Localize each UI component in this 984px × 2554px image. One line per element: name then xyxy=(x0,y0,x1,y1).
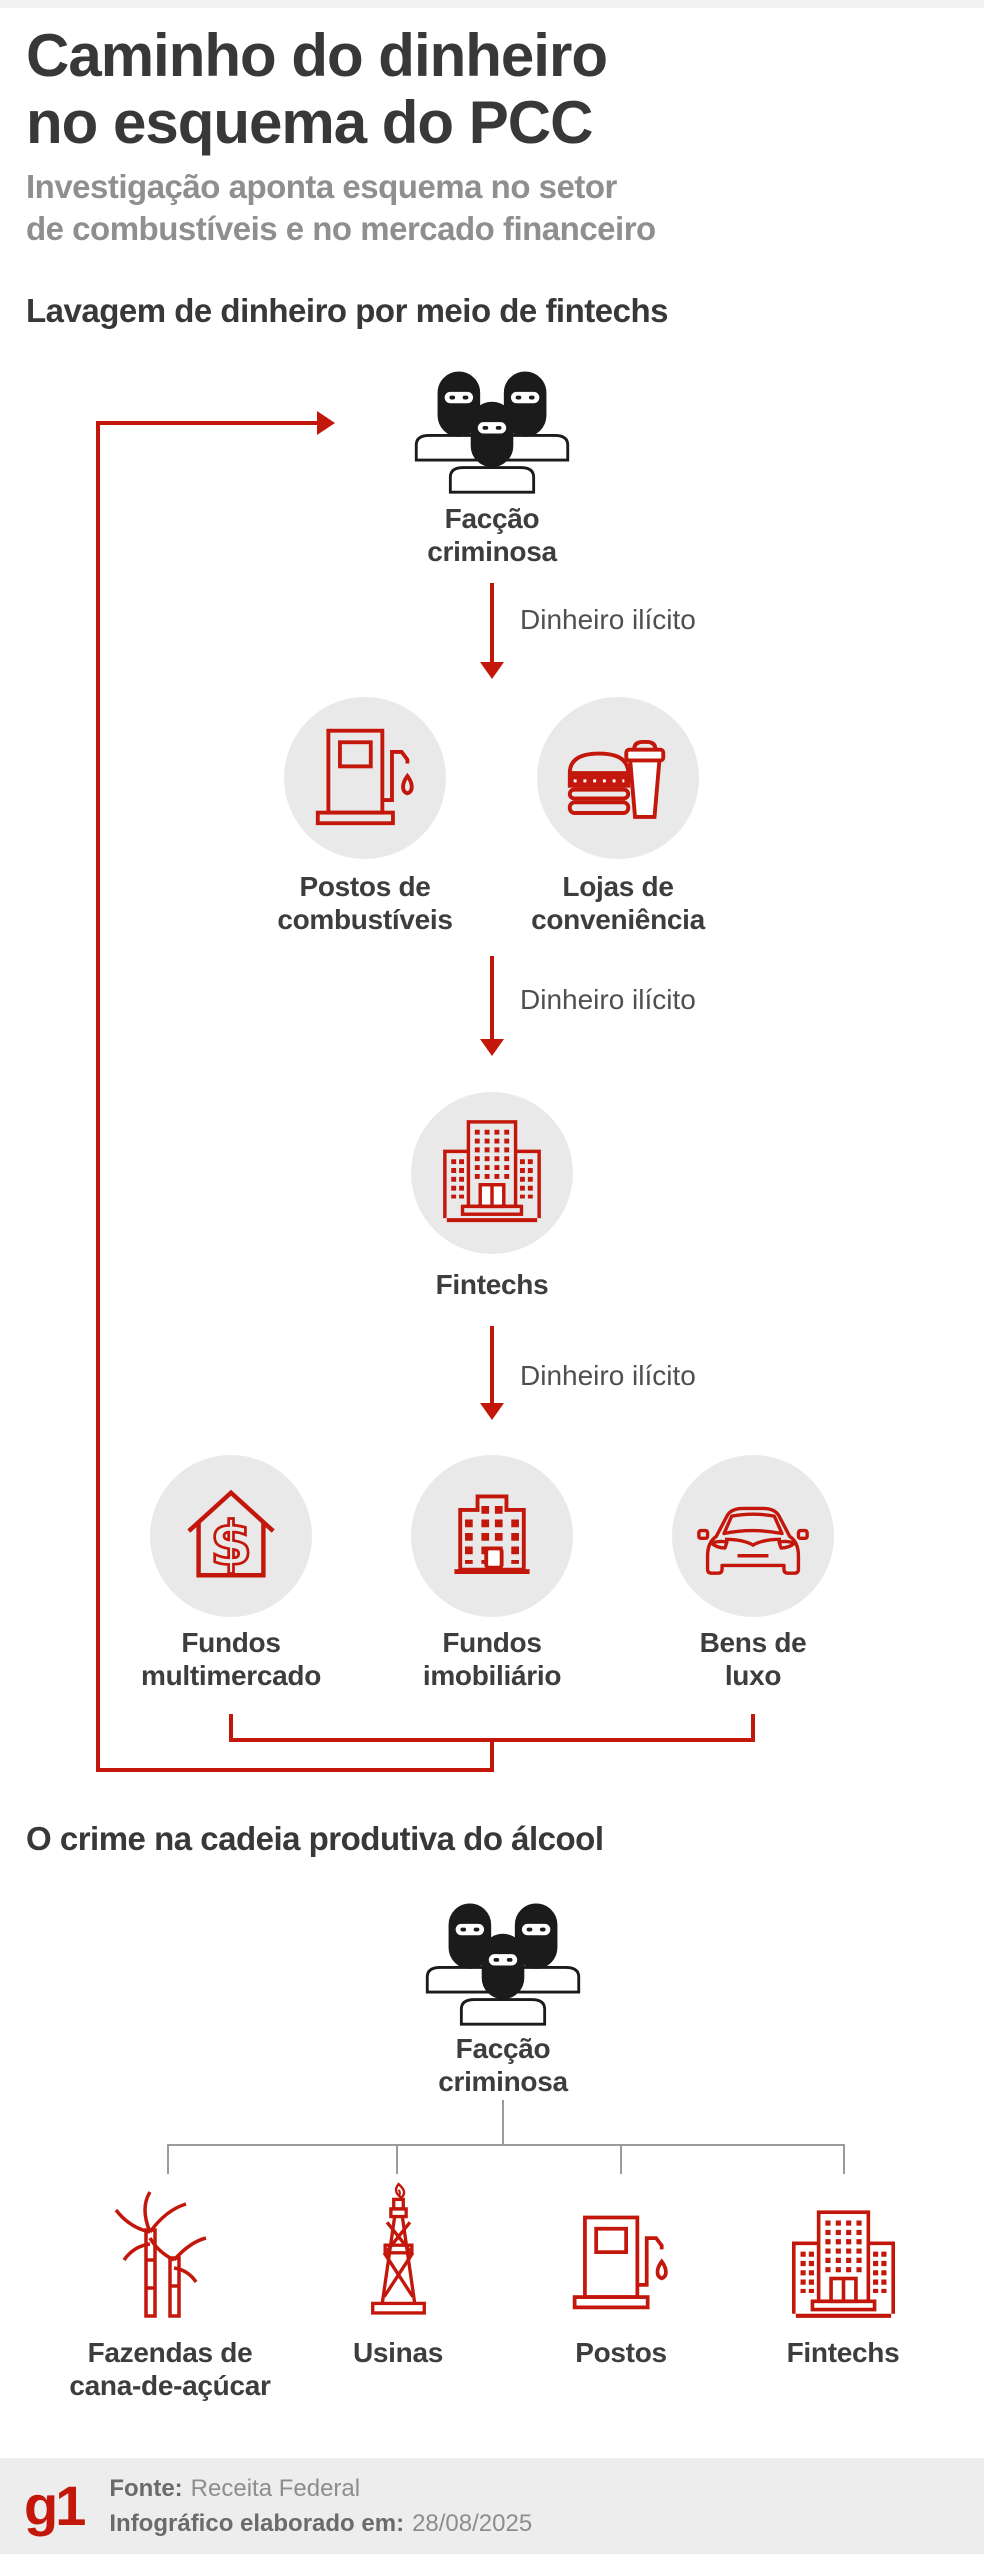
lojas-circle xyxy=(537,697,699,859)
svg-text:$: $ xyxy=(210,1508,252,1579)
g1-logo: g1 xyxy=(24,2474,86,2537)
imobiliario-label: Fundos imobiliário xyxy=(357,1626,627,1692)
bens-circle xyxy=(672,1455,834,1617)
multimercado-circle: $ xyxy=(150,1455,312,1617)
flow-label-3: Dinheiro ilícito xyxy=(520,1360,696,1391)
footer-source-label: Fonte: xyxy=(109,2475,183,2502)
fintechs-circle xyxy=(411,1092,573,1254)
loop-arrow-head xyxy=(317,411,335,435)
fazendas-label-line1: Fazendas de xyxy=(87,2337,253,2368)
fazendas-label: Fazendas de cana-de-açúcar xyxy=(35,2336,305,2402)
faccao-label-1-line1: Facção xyxy=(444,503,540,534)
arrow-down-3-head xyxy=(480,1403,504,1420)
fazendas-label-line2: cana-de-açúcar xyxy=(69,2370,271,2401)
distillery-tower-icon xyxy=(346,2180,451,2323)
fintechs-label: Fintechs xyxy=(435,1269,549,1300)
loop-stub-right xyxy=(751,1714,755,1742)
footer-info-value: 28/08/2025 xyxy=(412,2510,533,2537)
page-subtitle-line2: de combustíveis e no mercado financeiro xyxy=(26,210,656,247)
faccao-label-2-line1: Facção xyxy=(455,2033,551,2064)
burger-drink-icon xyxy=(562,722,674,835)
page-title: Caminho do dinheiro no esquema do PCC xyxy=(26,22,956,156)
page-title-line1: Caminho do dinheiro xyxy=(26,22,608,89)
loop-top xyxy=(96,421,318,425)
loop-drop xyxy=(490,1738,494,1772)
apartment-building-icon xyxy=(439,1481,545,1592)
luxury-car-icon xyxy=(695,1488,811,1585)
arrow-down-1-head xyxy=(480,662,504,679)
arrow-down-2-line xyxy=(490,956,494,1040)
tree-trunk xyxy=(502,2100,504,2146)
loop-left xyxy=(96,421,100,1772)
faccao-label-2: Facção criminosa xyxy=(383,2032,623,2098)
faccao-label-1-line2: criminosa xyxy=(427,536,557,567)
page-subtitle: Investigação aponta esquema no setor de … xyxy=(26,166,956,250)
section2-heading: O crime na cadeia produtiva do álcool xyxy=(26,1820,604,1857)
footer-source-value: Receita Federal xyxy=(190,2475,361,2502)
postos-label-line1: Postos de xyxy=(299,871,431,902)
lojas-label: Lojas de conveniência xyxy=(498,870,738,936)
fuel-pump-icon xyxy=(312,723,418,834)
tree-stub-4 xyxy=(843,2144,845,2174)
footer-info-line: Infográfico elaborado em: 28/08/2025 xyxy=(109,2506,532,2541)
top-divider xyxy=(0,0,984,8)
tree-stub-3 xyxy=(620,2144,622,2174)
tree-branch xyxy=(167,2144,845,2146)
postos2-label: Postos xyxy=(575,2337,667,2368)
footer: g1 Fonte: Receita Federal Infográfico ela… xyxy=(0,2458,984,2554)
bank-building-icon-small xyxy=(781,2206,906,2327)
imobiliario-label-line2: imobiliário xyxy=(422,1660,562,1691)
page-subtitle-line1: Investigação aponta esquema no setor xyxy=(26,168,617,205)
postos-label-line2: combustíveis xyxy=(277,904,453,935)
bens-label: Bens de luxo xyxy=(618,1626,888,1692)
bens-label-line2: luxo xyxy=(724,1660,782,1691)
footer-source-line: Fonte: Receita Federal xyxy=(109,2471,532,2506)
postos-label: Postos de combustíveis xyxy=(245,870,485,936)
postos-circle xyxy=(284,697,446,859)
tree-stub-2 xyxy=(396,2144,398,2174)
faccao-label-2-line2: criminosa xyxy=(438,2066,568,2097)
multimercado-label-line1: Fundos xyxy=(181,1627,281,1658)
fuel-pump-icon-small xyxy=(569,2210,672,2318)
tree-stub-1 xyxy=(167,2144,169,2174)
lojas-label-line1: Lojas de xyxy=(562,871,674,902)
masked-gang-icon xyxy=(397,354,587,501)
bank-building-icon xyxy=(433,1116,551,1231)
arrow-down-3-line xyxy=(490,1326,494,1404)
flow-label-2: Dinheiro ilícito xyxy=(520,984,696,1015)
imobiliario-label-line1: Fundos xyxy=(442,1627,542,1658)
imobiliario-circle xyxy=(411,1455,573,1617)
section1-heading: Lavagem de dinheiro por meio de fintechs xyxy=(26,292,668,329)
footer-credits: Fonte: Receita Federal Infográfico elabor… xyxy=(109,2471,532,2541)
page-title-line2: no esquema do PCC xyxy=(26,89,593,156)
flow-label-1: Dinheiro ilícito xyxy=(520,604,696,635)
arrow-down-2-head xyxy=(480,1039,504,1056)
sugarcane-icon xyxy=(110,2186,230,2326)
house-dollar-icon: $ xyxy=(177,1480,285,1593)
multimercado-label: Fundos multimercado xyxy=(96,1626,366,1692)
footer-info-label: Infográfico elaborado em: xyxy=(109,2510,405,2537)
masked-gang-icon-2 xyxy=(408,1886,598,2033)
multimercado-label-line2: multimercado xyxy=(141,1660,321,1691)
loop-stub-left xyxy=(229,1714,233,1742)
bens-label-line1: Bens de xyxy=(699,1627,807,1658)
faccao-label-1: Facção criminosa xyxy=(372,502,612,568)
arrow-down-1-line xyxy=(490,583,494,663)
lojas-label-line2: conveniência xyxy=(531,904,705,935)
usinas-label: Usinas xyxy=(352,2337,444,2368)
loop-bottom xyxy=(96,1768,494,1772)
fintechs2-label: Fintechs xyxy=(786,2337,900,2368)
